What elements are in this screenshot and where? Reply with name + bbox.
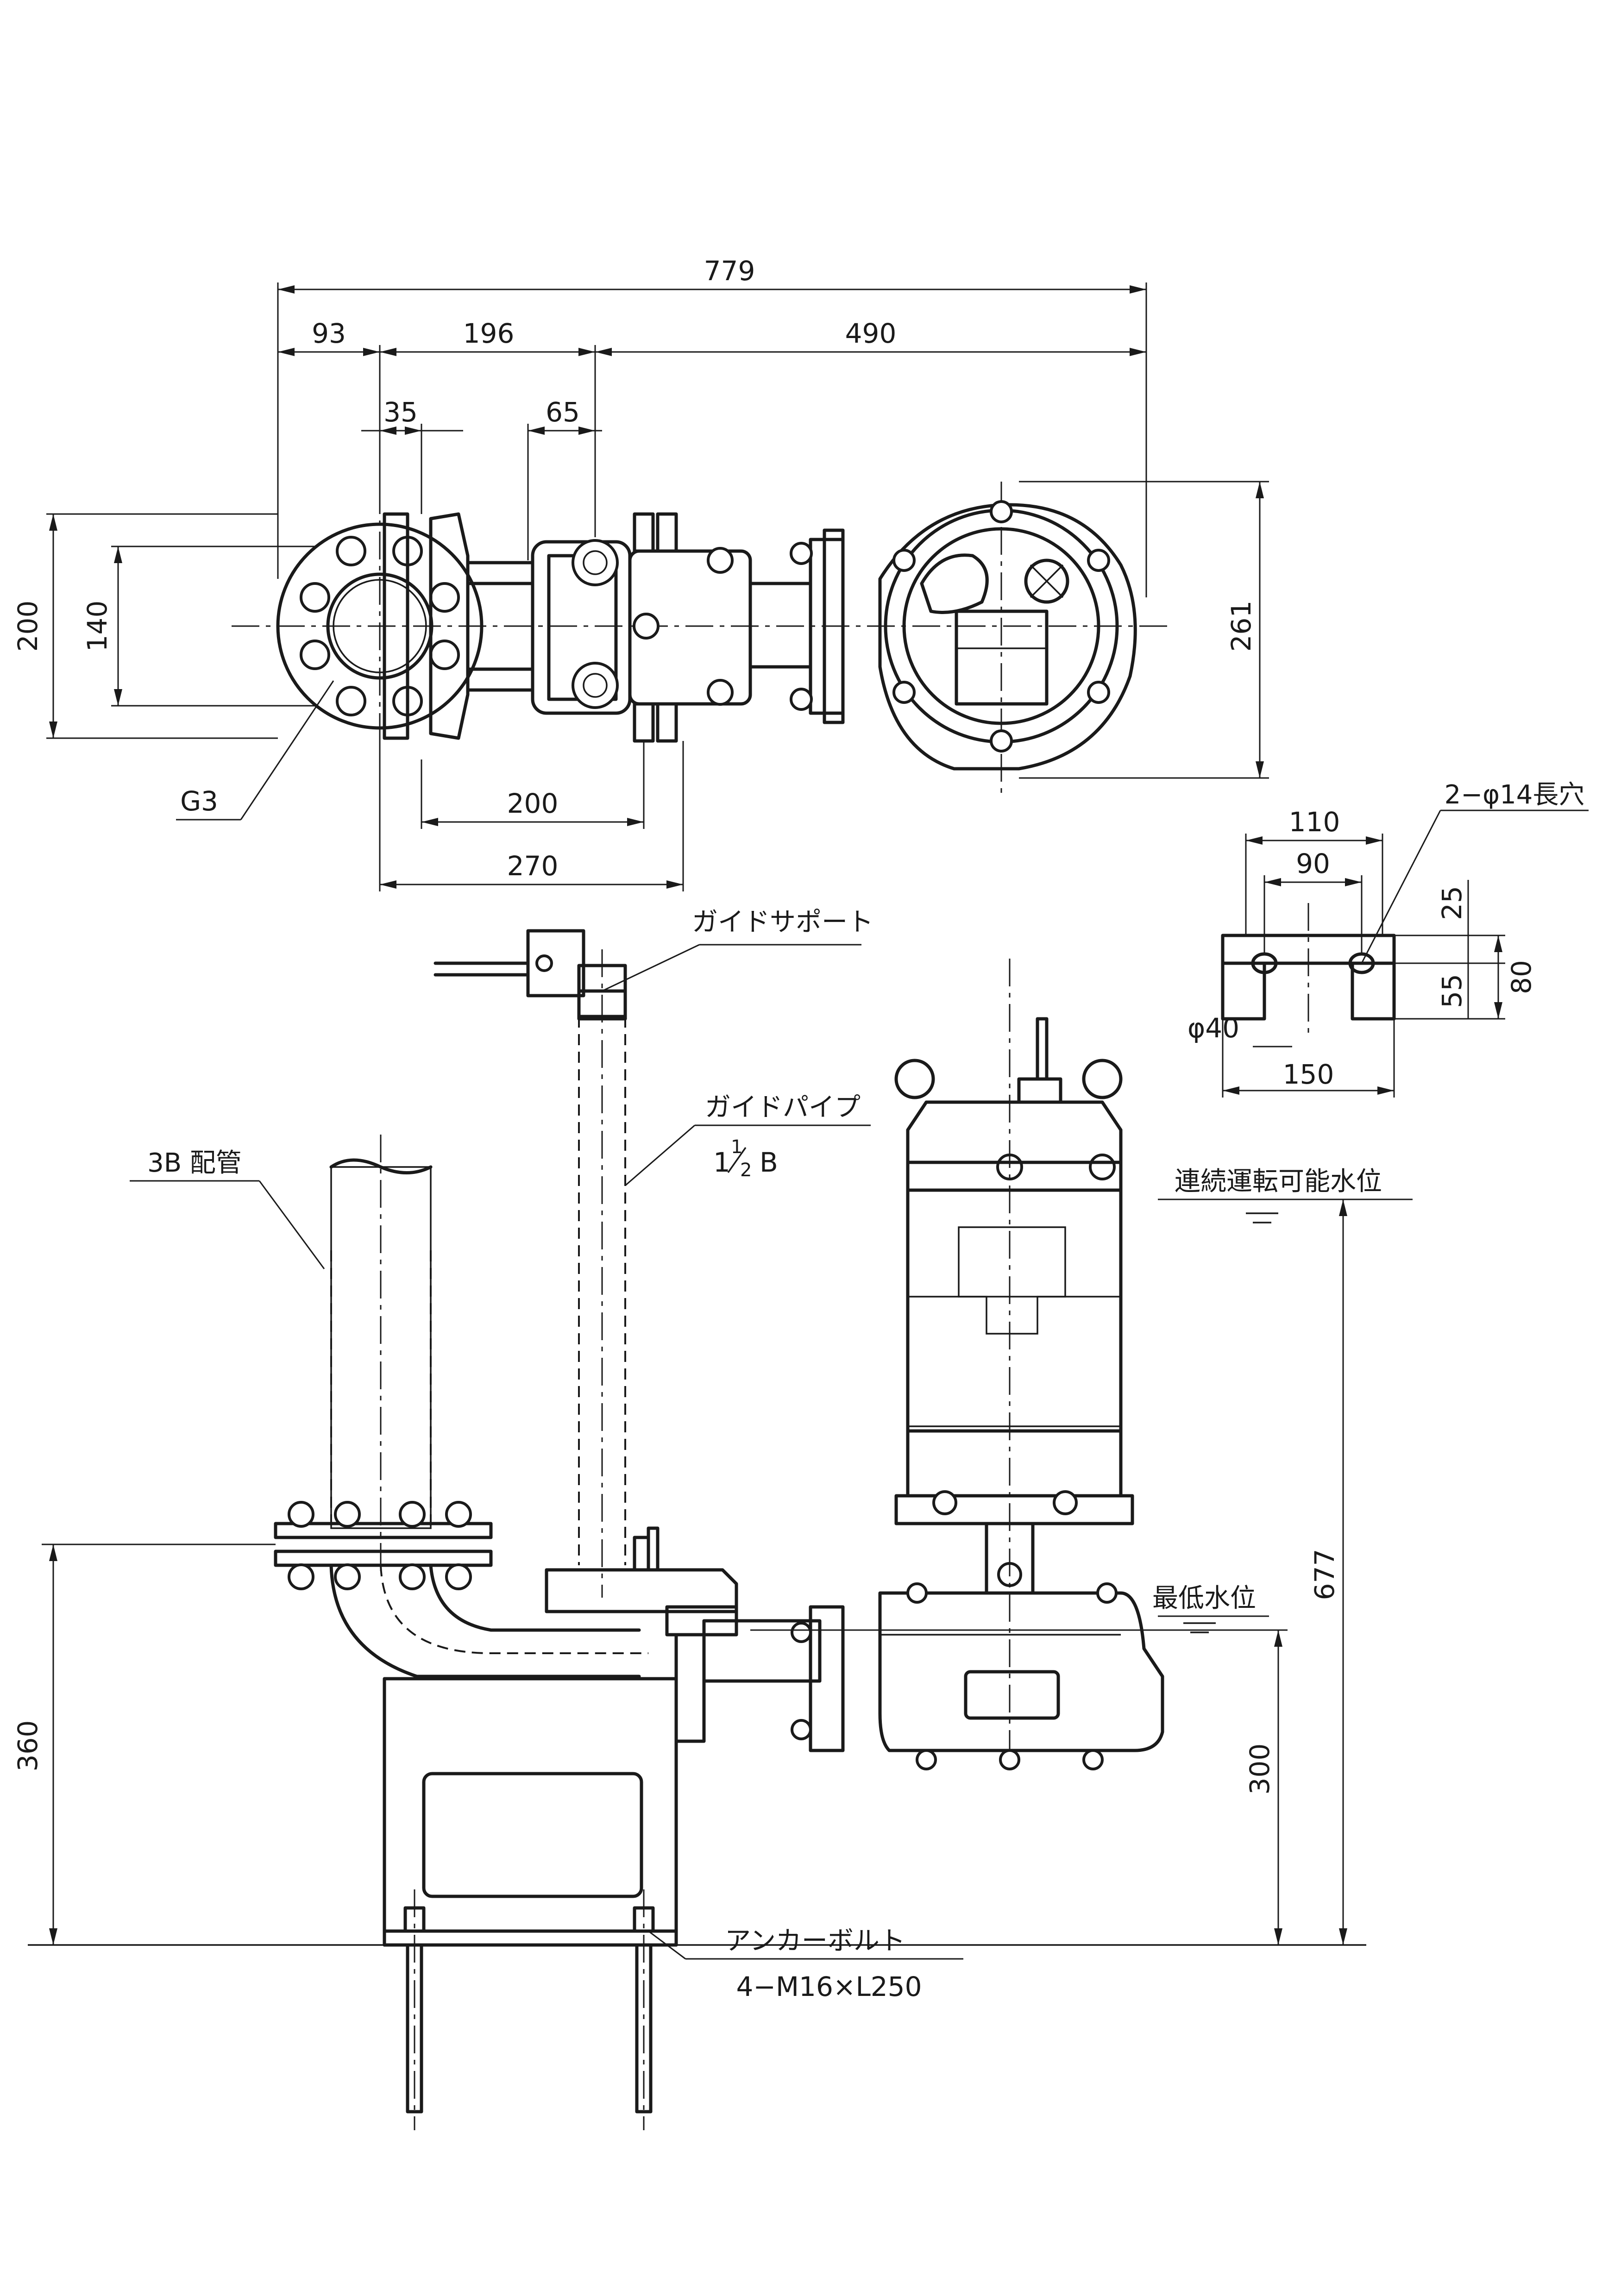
elevation-bolts — [288, 1501, 472, 1590]
dim-total-width: 779 — [704, 255, 755, 287]
anchor-bolt-spec: 4−M16×L250 — [736, 1971, 922, 2002]
dim-foot-bottom: 55 — [1436, 974, 1468, 1008]
anchor-bolt-label: アンカーボルト — [725, 1926, 905, 1956]
elevation-dimensions — [28, 944, 1413, 1960]
dim-bolt-offset: 35 — [383, 396, 418, 428]
guide-connection — [466, 512, 845, 743]
dim-guide-offset: 65 — [546, 396, 580, 428]
guide-pipe-size-whole: 1 — [713, 1147, 730, 1178]
slot-holes-label: 2−φ14長穴 — [1445, 780, 1585, 810]
dim-inlet-height: 300 — [1244, 1744, 1275, 1795]
guide-pipe-size-unit: B — [760, 1147, 778, 1178]
dim-base-span-a: 200 — [507, 788, 559, 819]
thread-label: G3 — [180, 785, 218, 817]
volute-casing — [878, 1582, 1164, 1770]
min-water-level-label: 最低水位 — [1152, 1583, 1256, 1613]
dim-overall-height: 677 — [1309, 1549, 1340, 1600]
guide-pipe-size: 1 1 2 B — [713, 1136, 778, 1181]
dim-middle-span: 196 — [463, 318, 515, 349]
dim-bolt-spacing: 140 — [82, 601, 113, 652]
plan-view: 779 93 196 490 35 65 200 140 261 200 270… — [12, 255, 1269, 891]
dim-outlet-height: 360 — [12, 1720, 44, 1772]
flange-bolts — [300, 536, 460, 716]
piping-label: 3B 配管 — [147, 1148, 242, 1178]
dim-right-span: 490 — [845, 318, 897, 349]
guide-support-label: ガイドサポート — [692, 907, 873, 937]
pump-top — [878, 500, 1137, 771]
dim-foot-inner: 90 — [1296, 848, 1330, 879]
dim-base-span-b: 270 — [507, 850, 559, 882]
dim-foot-hole: φ40 — [1187, 1012, 1239, 1044]
pump-body — [894, 959, 1134, 1760]
discharge-flange — [276, 512, 484, 740]
continuous-water-level-label: 連続運転可能水位 — [1175, 1167, 1382, 1197]
dim-body-height: 261 — [1225, 601, 1257, 652]
foot-detail: 110 90 150 φ40 25 55 80 2−φ14長穴 — [1187, 780, 1589, 1098]
dim-foot-base: 150 — [1283, 1059, 1334, 1090]
dim-foot-total: 110 — [1289, 806, 1340, 838]
guide-pipe-label: ガイドパイプ — [705, 1092, 861, 1123]
dim-flange-height: 200 — [12, 601, 44, 652]
front-elevation: 360 300 677 ガイドサポート ガイドパイプ 1 1 2 B 3B 配管… — [12, 907, 1413, 2130]
plan-dimensions — [46, 282, 1269, 891]
guide-pipe-size-den: 2 — [740, 1160, 752, 1181]
dim-foot-top: 25 — [1436, 886, 1468, 920]
dim-left-offset: 93 — [312, 318, 346, 349]
dim-foot-height: 80 — [1506, 960, 1537, 994]
